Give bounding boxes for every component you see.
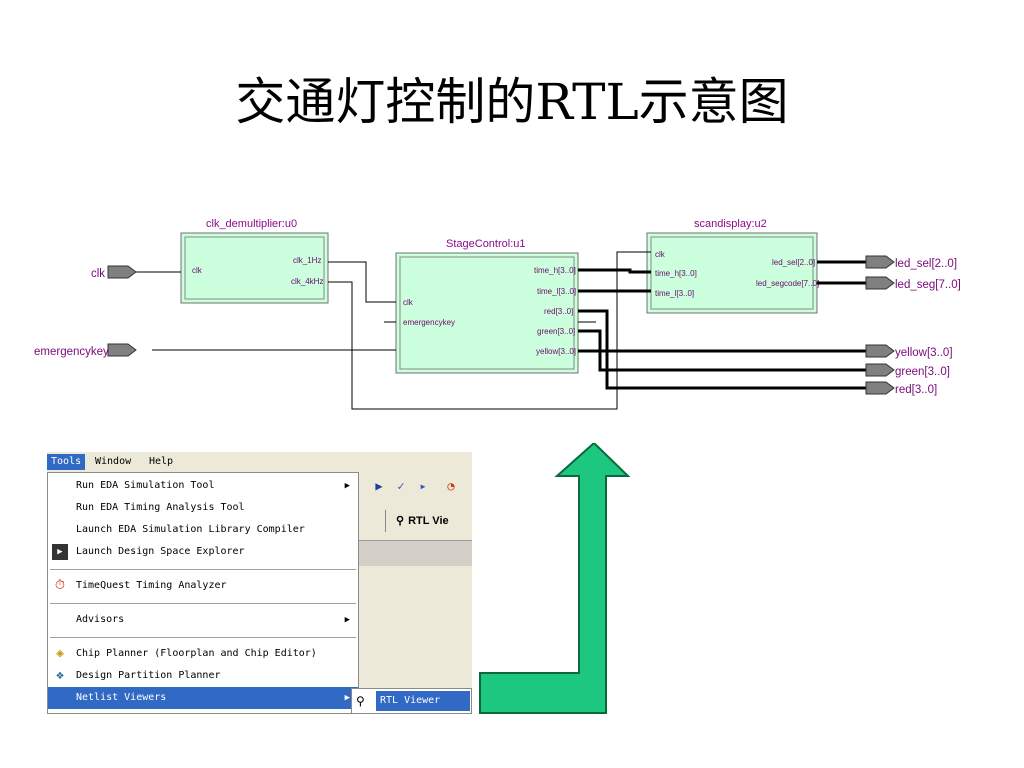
- u2-port-clk: clk: [655, 250, 666, 259]
- block-u1-title: StageControl:u1: [446, 238, 526, 250]
- menu-item-label: TimeQuest Timing Analyzer: [76, 580, 227, 591]
- menu-item-design-partition-planner[interactable]: ❖ Design Partition Planner: [48, 665, 358, 687]
- u1-port-time-h: time_h[3..0]: [534, 266, 576, 275]
- output-pin-led-seg: [865, 276, 895, 290]
- output-pin-led-sel: [865, 255, 895, 269]
- menu-item-netlist-viewers[interactable]: Netlist Viewers ▶: [48, 687, 358, 709]
- menu-item-design-space-explorer[interactable]: ▶ Launch Design Space Explorer: [48, 541, 358, 563]
- output-label-led-seg: led_seg[7..0]: [895, 279, 961, 291]
- output-label-red: red[3..0]: [895, 384, 937, 396]
- menu-item-label: Chip Planner (Floorplan and Chip Editor): [76, 648, 317, 659]
- menu-item-run-eda-simulation[interactable]: Run EDA Simulation Tool ▶: [48, 475, 358, 497]
- u0-port-clk-1hz: clk_1Hz: [293, 256, 321, 265]
- menu-tools[interactable]: Tools: [47, 454, 86, 470]
- u2-port-time-l: time_l[3..0]: [655, 289, 694, 298]
- u2-port-led-segcode: led_segcode[7..0]: [756, 279, 819, 288]
- rtl-schematic: clk_demultiplier:u0 clk clk_1Hz clk_4kHz…: [0, 210, 1024, 425]
- dse-icon: ▶: [52, 544, 68, 560]
- green-arrow-up-icon: [479, 443, 631, 714]
- output-pin-red: [865, 381, 895, 395]
- timing-run-icon[interactable]: ▸: [419, 479, 427, 493]
- slide-title: 交通灯控制的RTL示意图: [235, 73, 789, 131]
- u1-port-red: red[3..0]: [544, 307, 573, 316]
- menu-item-label: Run EDA Timing Analysis Tool: [76, 502, 245, 513]
- menu-separator: [50, 637, 356, 638]
- u1-port-green: green[3..0]: [537, 327, 575, 336]
- menu-window[interactable]: Window: [95, 456, 132, 467]
- timequest-icon[interactable]: ◔: [447, 479, 455, 493]
- partition-planner-icon: ❖: [56, 668, 64, 683]
- menu-item-advisors[interactable]: Advisors ▶: [48, 609, 358, 631]
- menu-item-chip-planner[interactable]: ◈ Chip Planner (Floorplan and Chip Edito…: [48, 643, 358, 665]
- check-icon[interactable]: ✓: [397, 479, 405, 493]
- menu-item-label: Netlist Viewers: [76, 692, 167, 703]
- rtl-tab-icon: ⚲: [396, 515, 405, 527]
- block-u2-title: scandisplay:u2: [694, 218, 767, 230]
- input-label-emergencykey: emergencykey: [34, 346, 109, 358]
- u0-port-clk: clk: [192, 266, 203, 275]
- rtl-schematic-svg: clk_demultiplier:u0 clk clk_1Hz clk_4kHz…: [34, 218, 961, 410]
- u2-port-led-sel: led_sel[2..0]: [772, 258, 815, 267]
- menu-item-label: Launch Design Space Explorer: [76, 546, 245, 557]
- u1-port-clk: clk: [403, 298, 414, 307]
- block-u1: [395, 252, 579, 374]
- submenu-arrow-icon: ▶: [344, 615, 350, 625]
- u2-port-time-h: time_h[3..0]: [655, 269, 697, 278]
- u1-port-emergencykey: emergencykey: [403, 318, 455, 327]
- menu-item-label: Run EDA Simulation Tool: [76, 480, 215, 491]
- rtl-tab-label: RTL Vie: [408, 515, 449, 527]
- block-u0-title: clk_demultiplier:u0: [206, 218, 297, 230]
- output-label-yellow: yellow[3..0]: [895, 347, 953, 359]
- rtl-viewer-icon: ⚲: [356, 694, 365, 708]
- toolbar: ▶ ✓ ▸ ◔: [347, 474, 472, 500]
- input-label-clk: clk: [91, 268, 105, 280]
- menu-item-timequest[interactable]: ⏱ TimeQuest Timing Analyzer: [48, 575, 358, 597]
- menu-item-run-eda-timing[interactable]: Run EDA Timing Analysis Tool: [48, 497, 358, 519]
- menu-item-launch-eda-sim-lib[interactable]: Launch EDA Simulation Library Compiler: [48, 519, 358, 541]
- u1-port-time-l: time_l[3..0]: [537, 287, 576, 296]
- output-label-led-sel: led_sel[2..0]: [895, 258, 957, 270]
- stopwatch-icon: ⏱: [54, 578, 66, 593]
- input-pin-emergencykey: [107, 343, 137, 357]
- tools-menu: Run EDA Simulation Tool ▶ Run EDA Timing…: [47, 472, 359, 714]
- output-pin-green: [865, 363, 895, 377]
- menubar: Tools Window Help: [47, 452, 472, 472]
- menu-item-label: Launch EDA Simulation Library Compiler: [76, 524, 305, 535]
- menu-item-label: Design Partition Planner: [76, 670, 221, 681]
- menu-item-label: Advisors: [76, 614, 125, 625]
- submenu-arrow-icon: ▶: [344, 693, 350, 703]
- input-pin-clk: [107, 265, 137, 279]
- netlist-viewers-submenu: ⚲ RTL Viewer: [351, 688, 472, 714]
- quartus-window: Tools Window Help ▶ ✓ ▸ ◔ ⚲RTL Vie Run E…: [47, 452, 472, 714]
- menu-separator: [50, 569, 356, 570]
- rtl-viewer-tab[interactable]: ⚲RTL Vie: [385, 510, 472, 532]
- chip-planner-icon: ◈: [56, 646, 64, 661]
- u0-port-clk-4khz: clk_4kHz: [291, 277, 323, 286]
- menu-help[interactable]: Help: [149, 456, 174, 467]
- menu-separator: [50, 603, 356, 604]
- output-label-green: green[3..0]: [895, 366, 950, 378]
- output-pin-yellow: [865, 344, 895, 358]
- u1-port-yellow: yellow[3..0]: [536, 347, 576, 356]
- submenu-item-rtl-viewer[interactable]: RTL Viewer: [376, 691, 470, 711]
- run-icon[interactable]: ▶: [375, 479, 383, 493]
- submenu-arrow-icon: ▶: [344, 481, 350, 491]
- toolbar-strip: [347, 540, 472, 566]
- block-u0: [180, 232, 329, 304]
